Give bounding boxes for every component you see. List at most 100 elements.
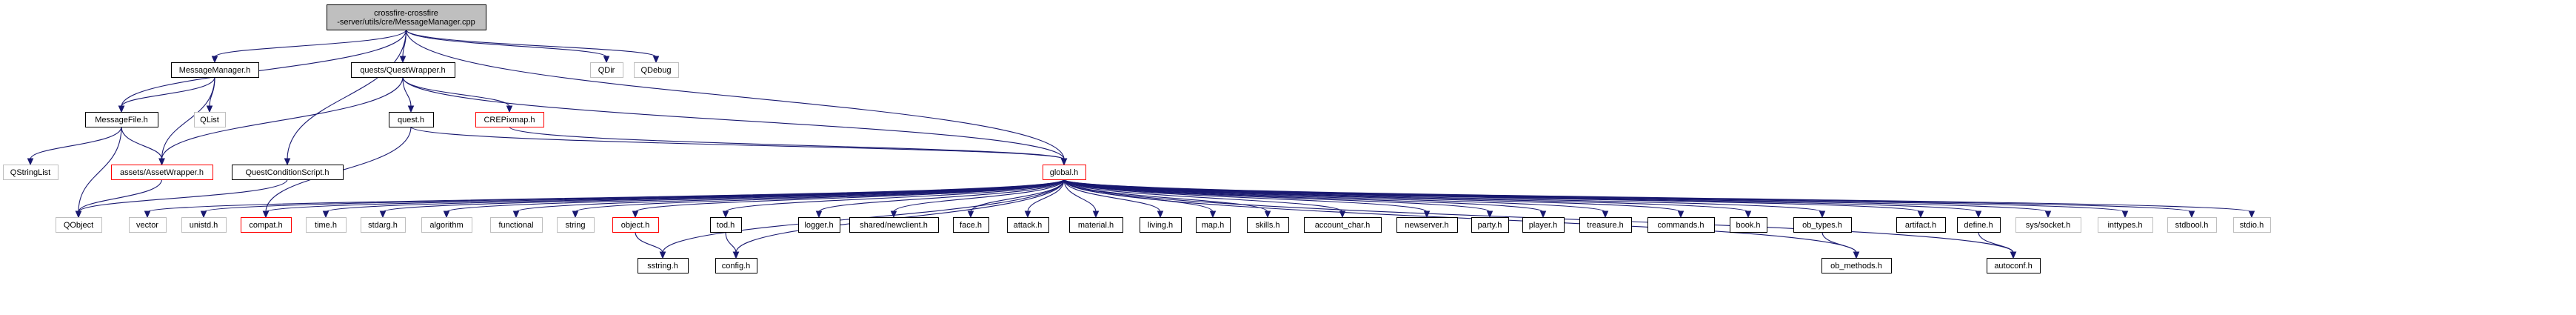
node-crepixmap-h[interactable]: CREPixmap.h bbox=[475, 112, 544, 127]
node-box bbox=[490, 217, 543, 233]
edge-root-to-MessageManager_h bbox=[211, 29, 407, 64]
node-socket-h: sys/socket.h bbox=[2015, 217, 2081, 233]
node-account-char-h[interactable]: account_char.h bbox=[1304, 217, 1382, 233]
node-label: face.h bbox=[960, 221, 982, 230]
node-box bbox=[2233, 217, 2271, 233]
node-box bbox=[1647, 217, 1715, 233]
node-attack-h[interactable]: attack.h bbox=[1007, 217, 1049, 233]
node-messagefile-h[interactable]: MessageFile.h bbox=[85, 112, 158, 127]
node-algorithm: algorithm bbox=[421, 217, 472, 233]
node-questwrapper-h[interactable]: quests/QuestWrapper.h bbox=[351, 62, 455, 78]
node-box bbox=[849, 217, 939, 233]
edge-global_h-to-stdio_h bbox=[1063, 179, 2255, 219]
node-ob-methods-h[interactable]: ob_methods.h bbox=[1821, 258, 1892, 273]
node-box bbox=[953, 217, 989, 233]
node-box bbox=[351, 62, 455, 78]
edge-line bbox=[970, 179, 1065, 213]
node-quest-h[interactable]: quest.h bbox=[389, 112, 434, 127]
node-box bbox=[612, 217, 659, 233]
arrowhead bbox=[75, 210, 82, 219]
arrowhead bbox=[262, 210, 270, 219]
arrowhead bbox=[603, 56, 610, 64]
arrowhead bbox=[512, 210, 520, 219]
edge-global_h-to-ob_types_h bbox=[1063, 179, 1826, 219]
node-stdbool-h: stdbool.h bbox=[2167, 217, 2217, 233]
edge-line bbox=[78, 126, 122, 213]
node-living-h[interactable]: living.h bbox=[1140, 217, 1182, 233]
node-tod-h[interactable]: tod.h bbox=[710, 217, 742, 233]
arrowhead bbox=[1917, 210, 1924, 219]
node-book-h[interactable]: book.h bbox=[1730, 217, 1767, 233]
arrowhead bbox=[1060, 158, 1068, 166]
node-label: stdio.h bbox=[2240, 221, 2264, 230]
node-box bbox=[232, 165, 344, 180]
arrowhead bbox=[322, 210, 329, 219]
node-material-h[interactable]: material.h bbox=[1069, 217, 1123, 233]
arrowhead bbox=[1264, 210, 1271, 219]
node-autoconf-h[interactable]: autoconf.h bbox=[1987, 258, 2041, 273]
node-player-h[interactable]: player.h bbox=[1522, 217, 1565, 233]
node-label: QObject bbox=[64, 221, 93, 230]
edge-line bbox=[893, 179, 1065, 213]
node-define-h[interactable]: define.h bbox=[1957, 217, 2001, 233]
node-label: QDir bbox=[598, 66, 615, 75]
node-logger-h[interactable]: logger.h bbox=[798, 217, 840, 233]
node-artifact-h[interactable]: artifact.h bbox=[1896, 217, 1946, 233]
edge-global_h-to-account_char_h bbox=[1063, 179, 1346, 219]
node-qlist: QList bbox=[194, 112, 226, 127]
node-box bbox=[590, 62, 623, 78]
node-label: MessageFile.h bbox=[95, 116, 148, 125]
node-string: string bbox=[557, 217, 595, 233]
arrowhead bbox=[1209, 210, 1217, 219]
node-skills-h[interactable]: skills.h bbox=[1247, 217, 1289, 233]
node-box bbox=[634, 62, 679, 78]
arrowhead bbox=[211, 56, 218, 64]
node-box bbox=[389, 112, 434, 127]
node-time-h: time.h bbox=[306, 217, 347, 233]
node-messagemanager-h[interactable]: MessageManager.h bbox=[171, 62, 259, 78]
edge-line bbox=[1063, 179, 1857, 253]
node-label: QStringList bbox=[10, 168, 50, 177]
node-sstring-h[interactable]: sstring.h bbox=[638, 258, 689, 273]
edge-QuestConditionScript_h-to-QObject bbox=[75, 179, 288, 219]
node-label: tod.h bbox=[717, 221, 735, 230]
edge-line bbox=[1063, 179, 1428, 213]
node-global-h[interactable]: global.h bbox=[1043, 165, 1086, 180]
node-box bbox=[1304, 217, 1382, 233]
node-newclient-h[interactable]: shared/newclient.h bbox=[849, 217, 939, 233]
node-assetwrapper-h[interactable]: assets/AssetWrapper.h bbox=[111, 165, 213, 180]
arrowhead bbox=[1819, 210, 1826, 219]
node-ob-types-h[interactable]: ob_types.h bbox=[1793, 217, 1852, 233]
node-label: logger.h bbox=[804, 221, 833, 230]
node-qdebug: QDebug bbox=[634, 62, 679, 78]
node-label: sys/socket.h bbox=[2026, 221, 2071, 230]
node-box bbox=[2167, 217, 2217, 233]
node-face-h[interactable]: face.h bbox=[953, 217, 989, 233]
arrowhead bbox=[1157, 210, 1164, 219]
arrowhead bbox=[1092, 210, 1100, 219]
arrowhead bbox=[2188, 210, 2195, 219]
edge-global_h-to-string bbox=[572, 179, 1065, 219]
node-compat-h[interactable]: compat.h bbox=[241, 217, 292, 233]
node-stdio-h: stdio.h bbox=[2233, 217, 2271, 233]
node-newserver-h[interactable]: newserver.h bbox=[1396, 217, 1458, 233]
arrowhead bbox=[144, 210, 151, 219]
arrowhead bbox=[1486, 210, 1493, 219]
node-treasure-h[interactable]: treasure.h bbox=[1579, 217, 1632, 233]
node-config-h[interactable]: config.h bbox=[715, 258, 757, 273]
node-label: -server/utils/cre/MessageManager.cpp bbox=[337, 18, 475, 27]
edge-QuestWrapper_h-to-AssetWrapper_h bbox=[158, 76, 404, 166]
node-label: player.h bbox=[1529, 221, 1558, 230]
node-label: crossfire-crossfire bbox=[374, 9, 438, 18]
node-party-h[interactable]: party.h bbox=[1471, 217, 1509, 233]
edge-object_h-to-sstring_h bbox=[635, 231, 666, 259]
node-questconditionscript-h[interactable]: QuestConditionScript.h bbox=[232, 165, 344, 180]
arrowhead bbox=[632, 210, 639, 219]
node-label: assets/AssetWrapper.h bbox=[120, 168, 204, 177]
node-object-h[interactable]: object.h bbox=[612, 217, 659, 233]
node-map-h[interactable]: map.h bbox=[1196, 217, 1231, 233]
node-commands-h[interactable]: commands.h bbox=[1647, 217, 1715, 233]
edge-global_h-to-tod_h bbox=[722, 179, 1065, 219]
node-box bbox=[129, 217, 167, 233]
